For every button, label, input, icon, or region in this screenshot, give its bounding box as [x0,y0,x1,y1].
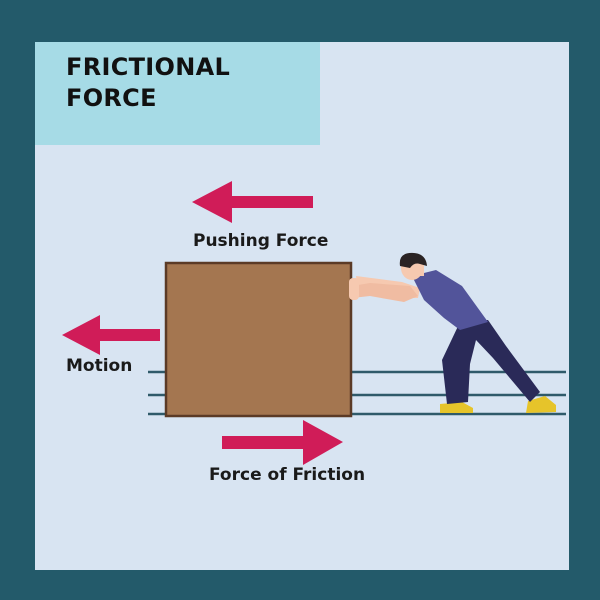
force-of-friction-label: Force of Friction [209,465,365,485]
shirt [412,270,488,330]
pushing-force-label: Pushing Force [193,231,328,251]
hand [349,278,359,300]
wooden-box [166,263,351,416]
shoe [440,402,473,413]
pushing-force-arrow [192,181,313,223]
person-pushing [349,253,556,413]
pants [442,320,540,404]
friction-arrow [222,420,343,465]
motion-label: Motion [66,356,132,376]
motion-arrow [62,315,160,355]
